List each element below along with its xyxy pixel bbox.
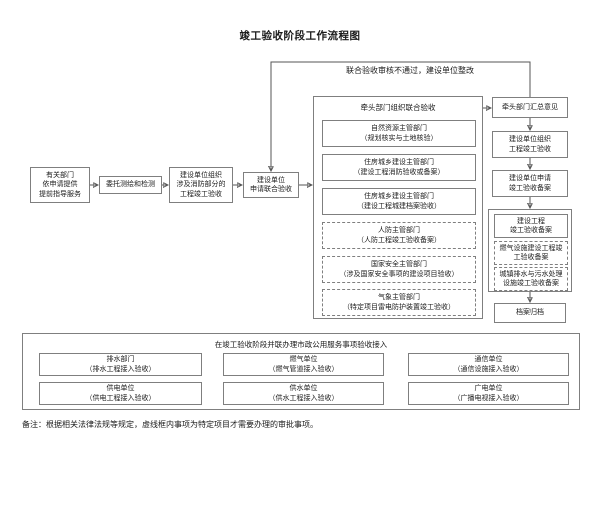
feedback-label: 联合验收审核不通过，建设单位整改 bbox=[346, 66, 474, 75]
completion-filing-group: 建设工程 竣工验收备案 燃气设施建设工程竣 工验收备案 城镇排水与污水处理 设施… bbox=[488, 209, 572, 292]
joint-acceptance-group: 牵头部门组织联合验收 自然资源主管部门 （规划核实与土地核验） 住房城乡建设主管… bbox=[313, 96, 483, 319]
node-surveying-testing: 委托测绘和检测 bbox=[99, 176, 162, 194]
page-title: 竣工验收阶段工作流程图 bbox=[239, 30, 361, 42]
joint-acceptance-item-meteorology: 气象主管部门 （特定项目雷电防护装置竣工验收） bbox=[322, 289, 476, 316]
municipal-item-power: 供电单位 （供电工程接入验收） bbox=[39, 382, 202, 405]
municipal-item-gas: 燃气单位 （燃气管道接入验收） bbox=[223, 353, 384, 376]
joint-acceptance-item-housing-fire: 住房城乡建设主管部门 （建设工程消防验收或备案） bbox=[322, 154, 476, 181]
municipal-item-broadcast: 广电单位 （广播电视接入验收） bbox=[408, 382, 569, 405]
note-text: 备注：根据相关法律法规等规定，虚线框内事项为特定项目才需要办理的审批事项。 bbox=[22, 420, 318, 429]
filing-item-construction: 建设工程 竣工验收备案 bbox=[494, 214, 568, 238]
joint-acceptance-item-natural-resources: 自然资源主管部门 （规划核实与土地核验） bbox=[322, 120, 476, 147]
node-apply-completion-filing: 建设单位申请 竣工验收备案 bbox=[492, 170, 568, 197]
joint-acceptance-item-civil-defense: 人防主管部门 （人防工程竣工验收备案） bbox=[322, 222, 476, 249]
node-archive: 档案归档 bbox=[494, 303, 566, 323]
municipal-item-drainage: 排水部门 （排水工程接入验收） bbox=[39, 353, 202, 376]
municipal-services-header: 在竣工验收阶段并联办理市政公用服务事项验收接入 bbox=[214, 340, 388, 349]
municipal-services-group: 在竣工验收阶段并联办理市政公用服务事项验收接入 排水部门 （排水工程接入验收） … bbox=[22, 333, 580, 410]
joint-acceptance-item-national-security: 国家安全主管部门 （涉及国家安全事项的建设项目验收） bbox=[322, 256, 476, 283]
node-related-depts-guidance: 有关部门 依申请提供 提前指导服务 bbox=[30, 167, 90, 203]
filing-item-drainage-sewage: 城镇排水与污水处理 设施竣工验收备案 bbox=[494, 267, 568, 291]
node-lead-dept-summary: 牵头部门汇总意见 bbox=[492, 97, 568, 118]
municipal-item-water: 供水单位 （供水工程接入验收） bbox=[223, 382, 384, 405]
joint-acceptance-item-housing-archives: 住房城乡建设主管部门 （建设工程城建档案验收） bbox=[322, 188, 476, 215]
node-apply-joint-acceptance: 建设单位 申请联合验收 bbox=[243, 172, 299, 198]
joint-acceptance-header: 牵头部门组织联合验收 bbox=[360, 103, 436, 112]
filing-item-gas-facilities: 燃气设施建设工程竣 工验收备案 bbox=[494, 241, 568, 265]
node-fire-part-acceptance: 建设单位组织 涉及消防部分的 工程竣工验收 bbox=[169, 167, 233, 203]
municipal-item-telecom: 通信单位 （通信设施接入验收） bbox=[408, 353, 569, 376]
node-owner-completion-acceptance: 建设单位组织 工程竣工验收 bbox=[492, 131, 568, 158]
